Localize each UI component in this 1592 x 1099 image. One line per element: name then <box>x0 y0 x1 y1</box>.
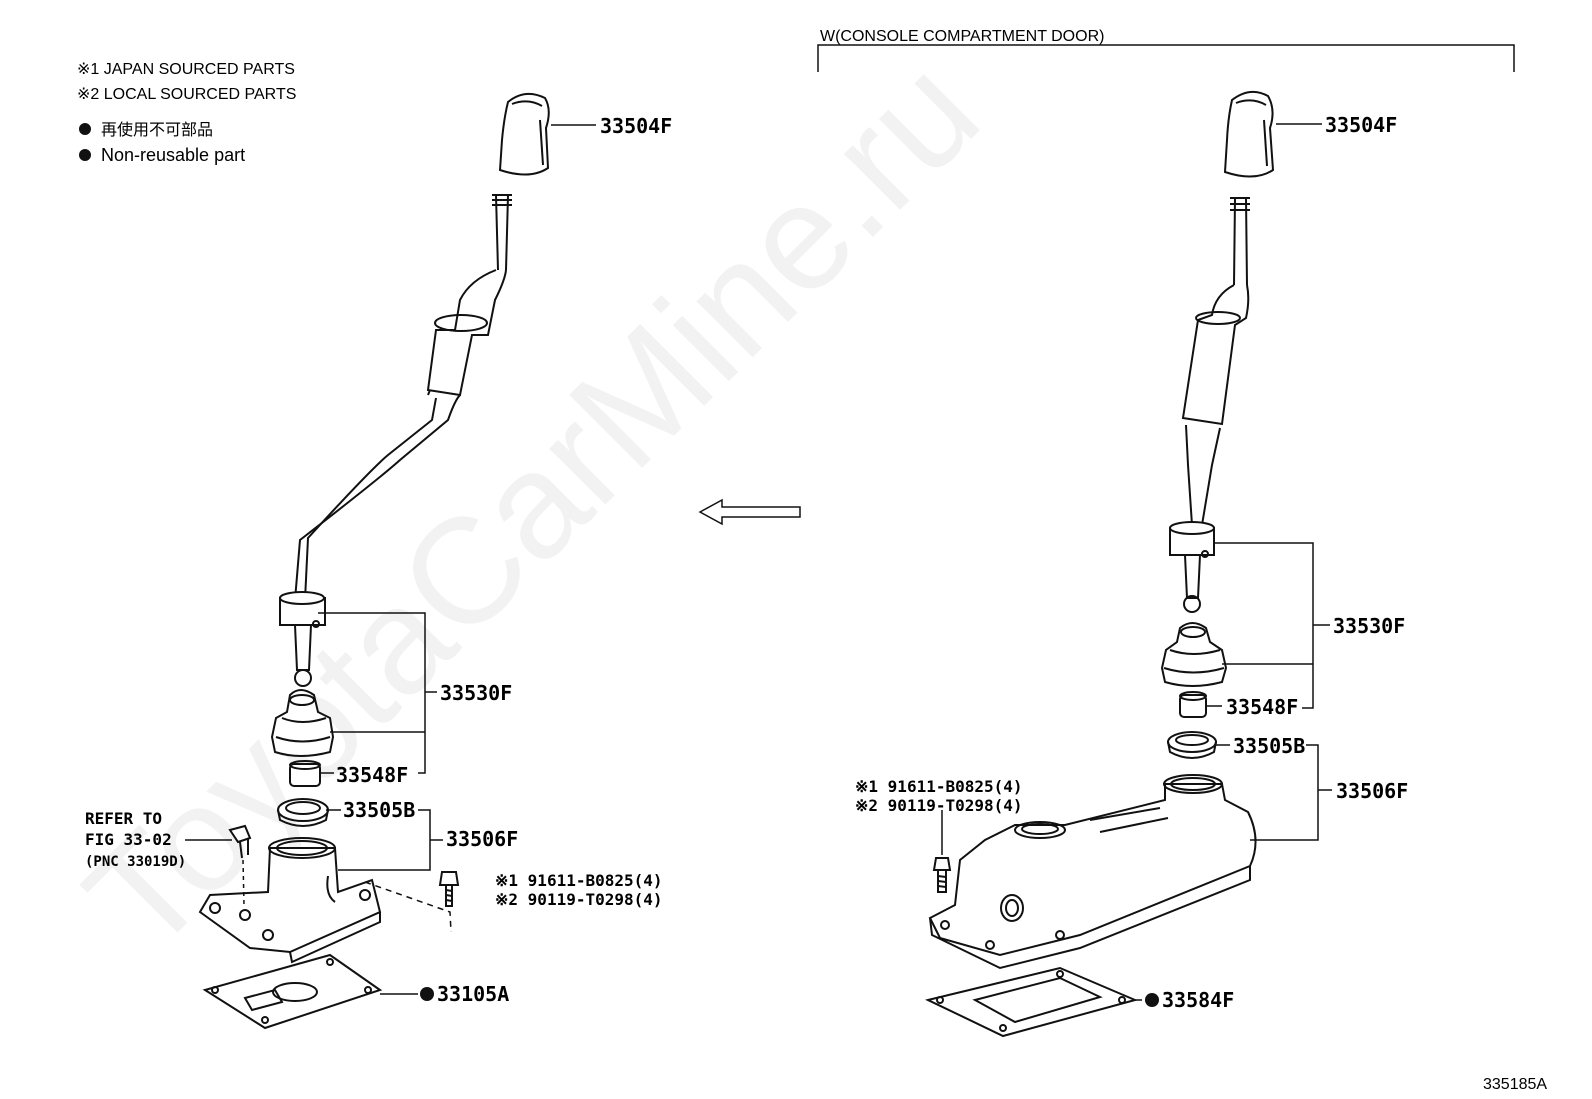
left-shift-knob <box>498 92 550 176</box>
right-assembly <box>925 90 1322 1038</box>
left-seat <box>277 798 329 827</box>
right-shift-knob <box>1223 90 1275 178</box>
left-refer-line-1: REFER TO <box>85 809 162 828</box>
right-header: W(CONSOLE COMPARTMENT DOOR) <box>817 28 1515 72</box>
right-label-gasket: 33584F <box>1162 988 1234 1012</box>
legend-non-reusable-en: Non-reusable part <box>101 145 245 165</box>
left-breather <box>228 824 252 859</box>
left-labels: 33504F 33530F 33548F 33505B 33506F REFER… <box>85 114 672 1006</box>
legend-local-sourced: ※2 LOCAL SOURCED PARTS <box>77 86 296 103</box>
left-refer-line-2: FIG 33-02 <box>85 830 172 849</box>
right-gasket <box>925 966 1139 1038</box>
right-label-housing: 33506F <box>1336 779 1408 803</box>
left-gasket <box>202 953 383 1030</box>
legend-non-reusable-jp: 再使用不可部品 <box>101 120 213 139</box>
left-shift-lever <box>294 194 512 601</box>
right-label-bushing: 33548F <box>1226 695 1298 719</box>
left-label-gasket: 33105A <box>437 982 509 1006</box>
right-labels: 33504F 33530F 33548F 33505B 33506F ※1 91… <box>855 113 1408 1012</box>
left-assembly <box>198 92 596 1030</box>
left-label-bolt-2: ※2 90119-T0298(4) <box>495 890 663 909</box>
right-label-knob: 33504F <box>1325 113 1397 137</box>
left-housing <box>198 837 382 964</box>
left-label-housing: 33506F <box>446 827 518 851</box>
right-housing <box>928 774 1257 970</box>
right-boot <box>1160 622 1228 687</box>
non-reusable-bullet-icon <box>79 123 91 135</box>
left-label-lever-assy: 33530F <box>440 681 512 705</box>
right-shift-lever <box>1181 197 1250 526</box>
left-label-seat: 33505B <box>343 798 415 822</box>
right-lever-socket <box>1169 521 1215 613</box>
left-label-bushing: 33548F <box>336 763 408 787</box>
left-leaders <box>185 612 443 995</box>
right-label-seat: 33505B <box>1233 734 1305 758</box>
right-label-bolt-2: ※2 90119-T0298(4) <box>855 796 1023 815</box>
right-bolt <box>932 857 952 893</box>
non-reusable-marker-icon <box>1145 993 1159 1007</box>
legend: ※1 JAPAN SOURCED PARTS ※2 LOCAL SOURCED … <box>77 61 296 165</box>
right-header-label: W(CONSOLE COMPARTMENT DOOR) <box>820 28 1104 45</box>
non-reusable-bullet-icon <box>79 149 91 161</box>
non-reusable-marker-icon <box>420 987 434 1001</box>
direction-arrow-icon <box>698 498 801 526</box>
right-seat <box>1167 731 1217 759</box>
left-label-bolt-1: ※1 91611-B0825(4) <box>495 871 663 890</box>
left-bushing <box>289 760 321 787</box>
left-lever-socket <box>279 591 326 687</box>
left-label-knob: 33504F <box>600 114 672 138</box>
right-bushing <box>1179 691 1207 718</box>
legend-japan-sourced: ※1 JAPAN SOURCED PARTS <box>77 61 295 78</box>
left-boot <box>270 689 335 757</box>
left-bolt <box>438 871 460 907</box>
left-refer-line-3: (PNC 33019D) <box>85 854 186 870</box>
right-label-lever-assy: 33530F <box>1333 614 1405 638</box>
right-leaders <box>941 542 1332 1001</box>
right-label-bolt-1: ※1 91611-B0825(4) <box>855 777 1023 796</box>
figure-id: 335185A <box>1483 1076 1547 1093</box>
